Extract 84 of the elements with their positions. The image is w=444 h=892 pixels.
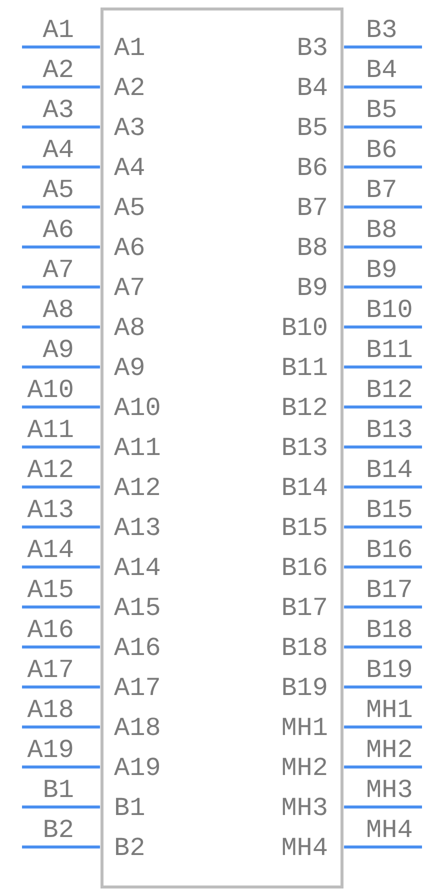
pin-name: B19 — [281, 675, 328, 701]
pin-name: A1 — [114, 35, 146, 61]
pin-name: B8 — [296, 235, 328, 261]
pin-name: A16 — [114, 635, 161, 661]
pin-number: B2 — [42, 817, 74, 843]
pin-name: MH1 — [281, 715, 328, 741]
pin-number: B16 — [366, 537, 413, 563]
pin-number: B5 — [366, 97, 398, 123]
pin-number: A8 — [42, 297, 74, 323]
pin-name: A5 — [114, 195, 146, 221]
pin-name: B14 — [281, 475, 328, 501]
pin-name: B5 — [296, 115, 328, 141]
pin-number: MH3 — [366, 777, 413, 803]
pin-name: B1 — [114, 795, 146, 821]
pin-name: A10 — [114, 395, 161, 421]
pin-number: B13 — [366, 417, 413, 443]
pin-number: A13 — [27, 497, 74, 523]
pin-number: A2 — [42, 57, 74, 83]
pin-number: MH4 — [366, 817, 413, 843]
pin-number: B19 — [366, 657, 413, 683]
pin-number: B8 — [366, 217, 398, 243]
pin-name: A12 — [114, 475, 161, 501]
pin-number: A6 — [42, 217, 74, 243]
pin-number: B11 — [366, 337, 413, 363]
pin-name: A14 — [114, 555, 161, 581]
pin-name: A4 — [114, 155, 146, 181]
pin-name: B16 — [281, 555, 328, 581]
pin-name: B18 — [281, 635, 328, 661]
pin-name: A8 — [114, 315, 146, 341]
pin-name: B3 — [296, 35, 328, 61]
pin-number: A1 — [42, 17, 74, 43]
pin-name: A7 — [114, 275, 146, 301]
pin-number: MH2 — [366, 737, 413, 763]
pin-number: A14 — [27, 537, 74, 563]
pin-number: B4 — [366, 57, 398, 83]
pin-name: A13 — [114, 515, 161, 541]
pin-number: B1 — [42, 777, 74, 803]
pin-number: A7 — [42, 257, 74, 283]
pin-number: B6 — [366, 137, 398, 163]
pin-number: MH1 — [366, 697, 413, 723]
pin-number: A10 — [27, 377, 74, 403]
pin-name: MH4 — [281, 835, 328, 861]
pin-number: A5 — [42, 177, 74, 203]
pin-number: A9 — [42, 337, 74, 363]
pin-number: B15 — [366, 497, 413, 523]
pin-name: B4 — [296, 75, 328, 101]
pin-name: A2 — [114, 75, 146, 101]
pin-number: B3 — [366, 17, 398, 43]
pin-name: A3 — [114, 115, 146, 141]
pin-number: A11 — [27, 417, 74, 443]
pin-name: B7 — [296, 195, 328, 221]
pin-name: A11 — [114, 435, 161, 461]
pin-number: B18 — [366, 617, 413, 643]
pin-number: B10 — [366, 297, 413, 323]
pin-name: MH2 — [281, 755, 328, 781]
pin-number: A19 — [27, 737, 74, 763]
pin-number: A17 — [27, 657, 74, 683]
pin-name: B13 — [281, 435, 328, 461]
pin-name: MH3 — [281, 795, 328, 821]
pin-name: A17 — [114, 675, 161, 701]
pin-name: A6 — [114, 235, 146, 261]
pin-name: B12 — [281, 395, 328, 421]
pin-name: B6 — [296, 155, 328, 181]
pin-name: B9 — [296, 275, 328, 301]
pin-name: A15 — [114, 595, 161, 621]
pin-name: A19 — [114, 755, 161, 781]
pin-name: B15 — [281, 515, 328, 541]
pin-number: B17 — [366, 577, 413, 603]
pin-number: A15 — [27, 577, 74, 603]
pin-number: A18 — [27, 697, 74, 723]
pin-number: A16 — [27, 617, 74, 643]
pin-name: A18 — [114, 715, 161, 741]
pin-name: B2 — [114, 835, 146, 861]
pin-name: A9 — [114, 355, 146, 381]
pin-number: B12 — [366, 377, 413, 403]
pin-number: B7 — [366, 177, 398, 203]
pin-number: A4 — [42, 137, 74, 163]
pin-number: A12 — [27, 457, 74, 483]
pin-number: B9 — [366, 257, 398, 283]
pin-name: B17 — [281, 595, 328, 621]
pin-number: A3 — [42, 97, 74, 123]
pin-name: B11 — [281, 355, 328, 381]
pin-name: B10 — [281, 315, 328, 341]
pin-number: B14 — [366, 457, 413, 483]
